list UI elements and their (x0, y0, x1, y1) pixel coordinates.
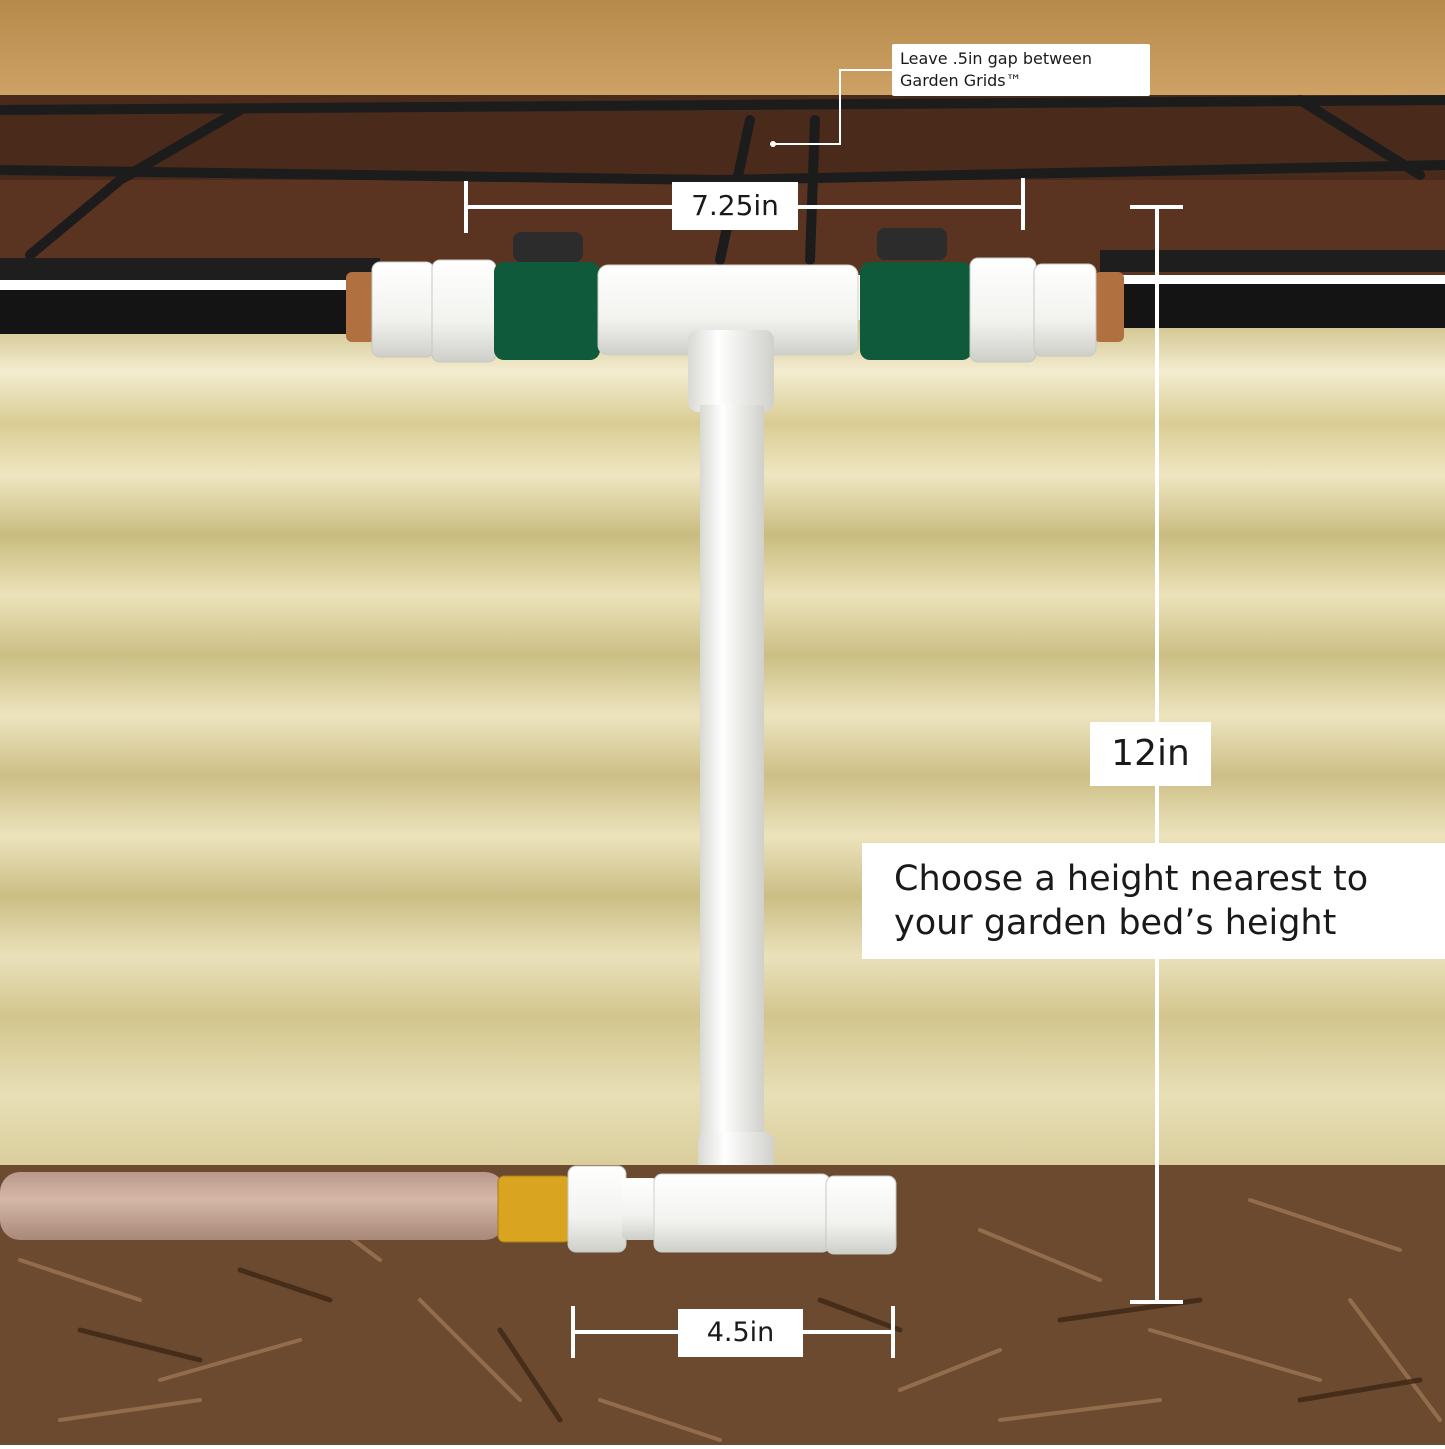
bottom-width-tick-left (571, 1306, 575, 1358)
height-note: Choose a height nearest to your garden b… (862, 843, 1445, 959)
height-tick-top (1130, 205, 1183, 209)
gap-note: Leave .5in gap between Garden Grids™ (892, 44, 1150, 96)
bottom-width-tick-right (891, 1306, 895, 1358)
top-width-tick-right (1021, 178, 1025, 230)
height-label: 12in (1090, 722, 1211, 786)
top-width-label: 7.25in (672, 182, 798, 230)
top-width-tick-left (464, 181, 468, 233)
bottom-width-label: 4.5in (678, 1309, 803, 1357)
height-tick-bottom (1130, 1300, 1183, 1304)
